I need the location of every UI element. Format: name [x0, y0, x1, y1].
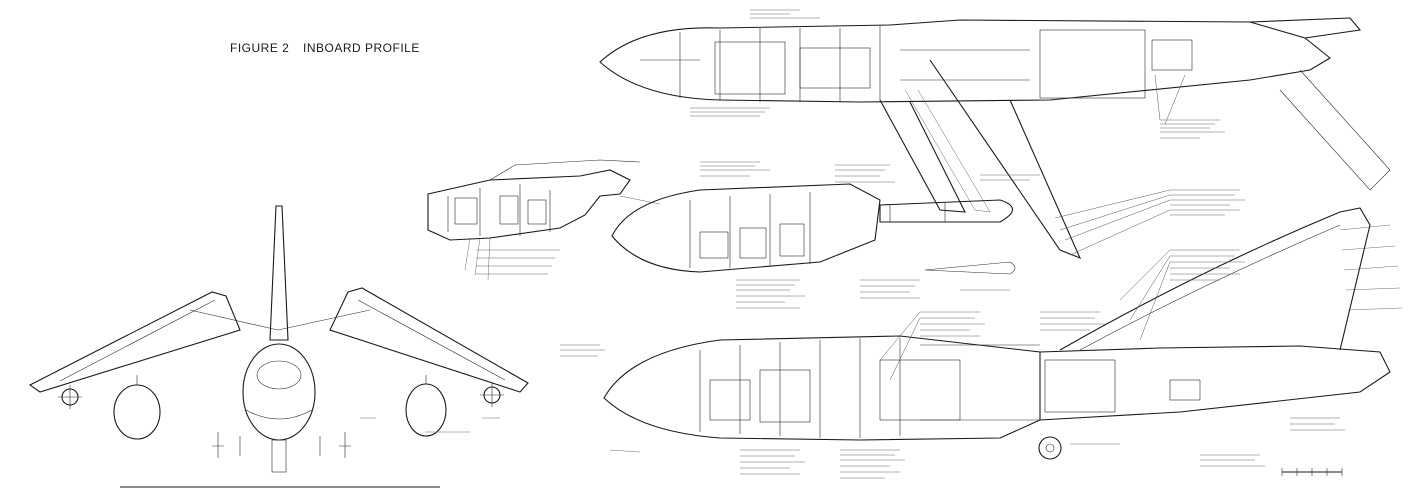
upper-side-profile	[599, 9, 1391, 260]
figure-number: FIGURE 2	[230, 41, 289, 55]
annotation-leaders	[879, 174, 1245, 381]
front-view	[28, 205, 529, 488]
small-side-profile	[427, 159, 661, 281]
lower-side-profile	[560, 207, 1403, 479]
figure-title: INBOARD PROFILE	[303, 41, 420, 55]
middle-side-profile	[611, 161, 1016, 309]
